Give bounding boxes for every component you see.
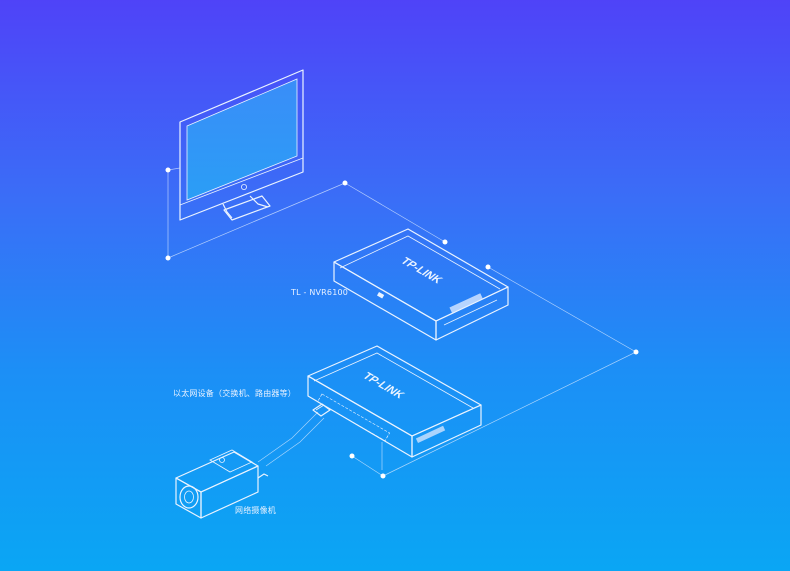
nvr-device-icon: TP-LINK bbox=[333, 228, 509, 341]
node bbox=[633, 349, 639, 355]
node bbox=[442, 239, 448, 245]
ethernet-plug-icon bbox=[312, 403, 331, 417]
connection-lines bbox=[167, 167, 637, 477]
nvr-label: TL - NVR6100 bbox=[291, 288, 349, 297]
line-monitor-bracket bbox=[167, 167, 181, 258]
node bbox=[342, 180, 348, 186]
line-camera-cable bbox=[257, 411, 319, 463]
switch-label: 以太网设备（交换机、路由器等） bbox=[173, 389, 296, 398]
node bbox=[165, 167, 171, 173]
line-camera-cable-2 bbox=[265, 417, 325, 467]
line-switch-bottom bbox=[382, 351, 637, 477]
line-monitor-to-nvr bbox=[167, 182, 346, 259]
line-nvr-right bbox=[487, 266, 637, 353]
camera-icon bbox=[175, 449, 269, 519]
monitor-icon bbox=[179, 69, 304, 221]
node bbox=[485, 264, 491, 270]
node bbox=[165, 255, 171, 261]
nvr-brand-logo: TP-LINK bbox=[398, 256, 446, 286]
camera-label: 网络摄像机 bbox=[235, 506, 276, 515]
node bbox=[380, 473, 386, 479]
switch-ports bbox=[317, 393, 391, 442]
switch-brand-logo: TP-LINK bbox=[360, 371, 408, 401]
node bbox=[349, 453, 355, 459]
line-nvr-top bbox=[344, 182, 446, 243]
connection-nodes bbox=[165, 167, 639, 479]
line-switch-left bbox=[351, 455, 384, 477]
